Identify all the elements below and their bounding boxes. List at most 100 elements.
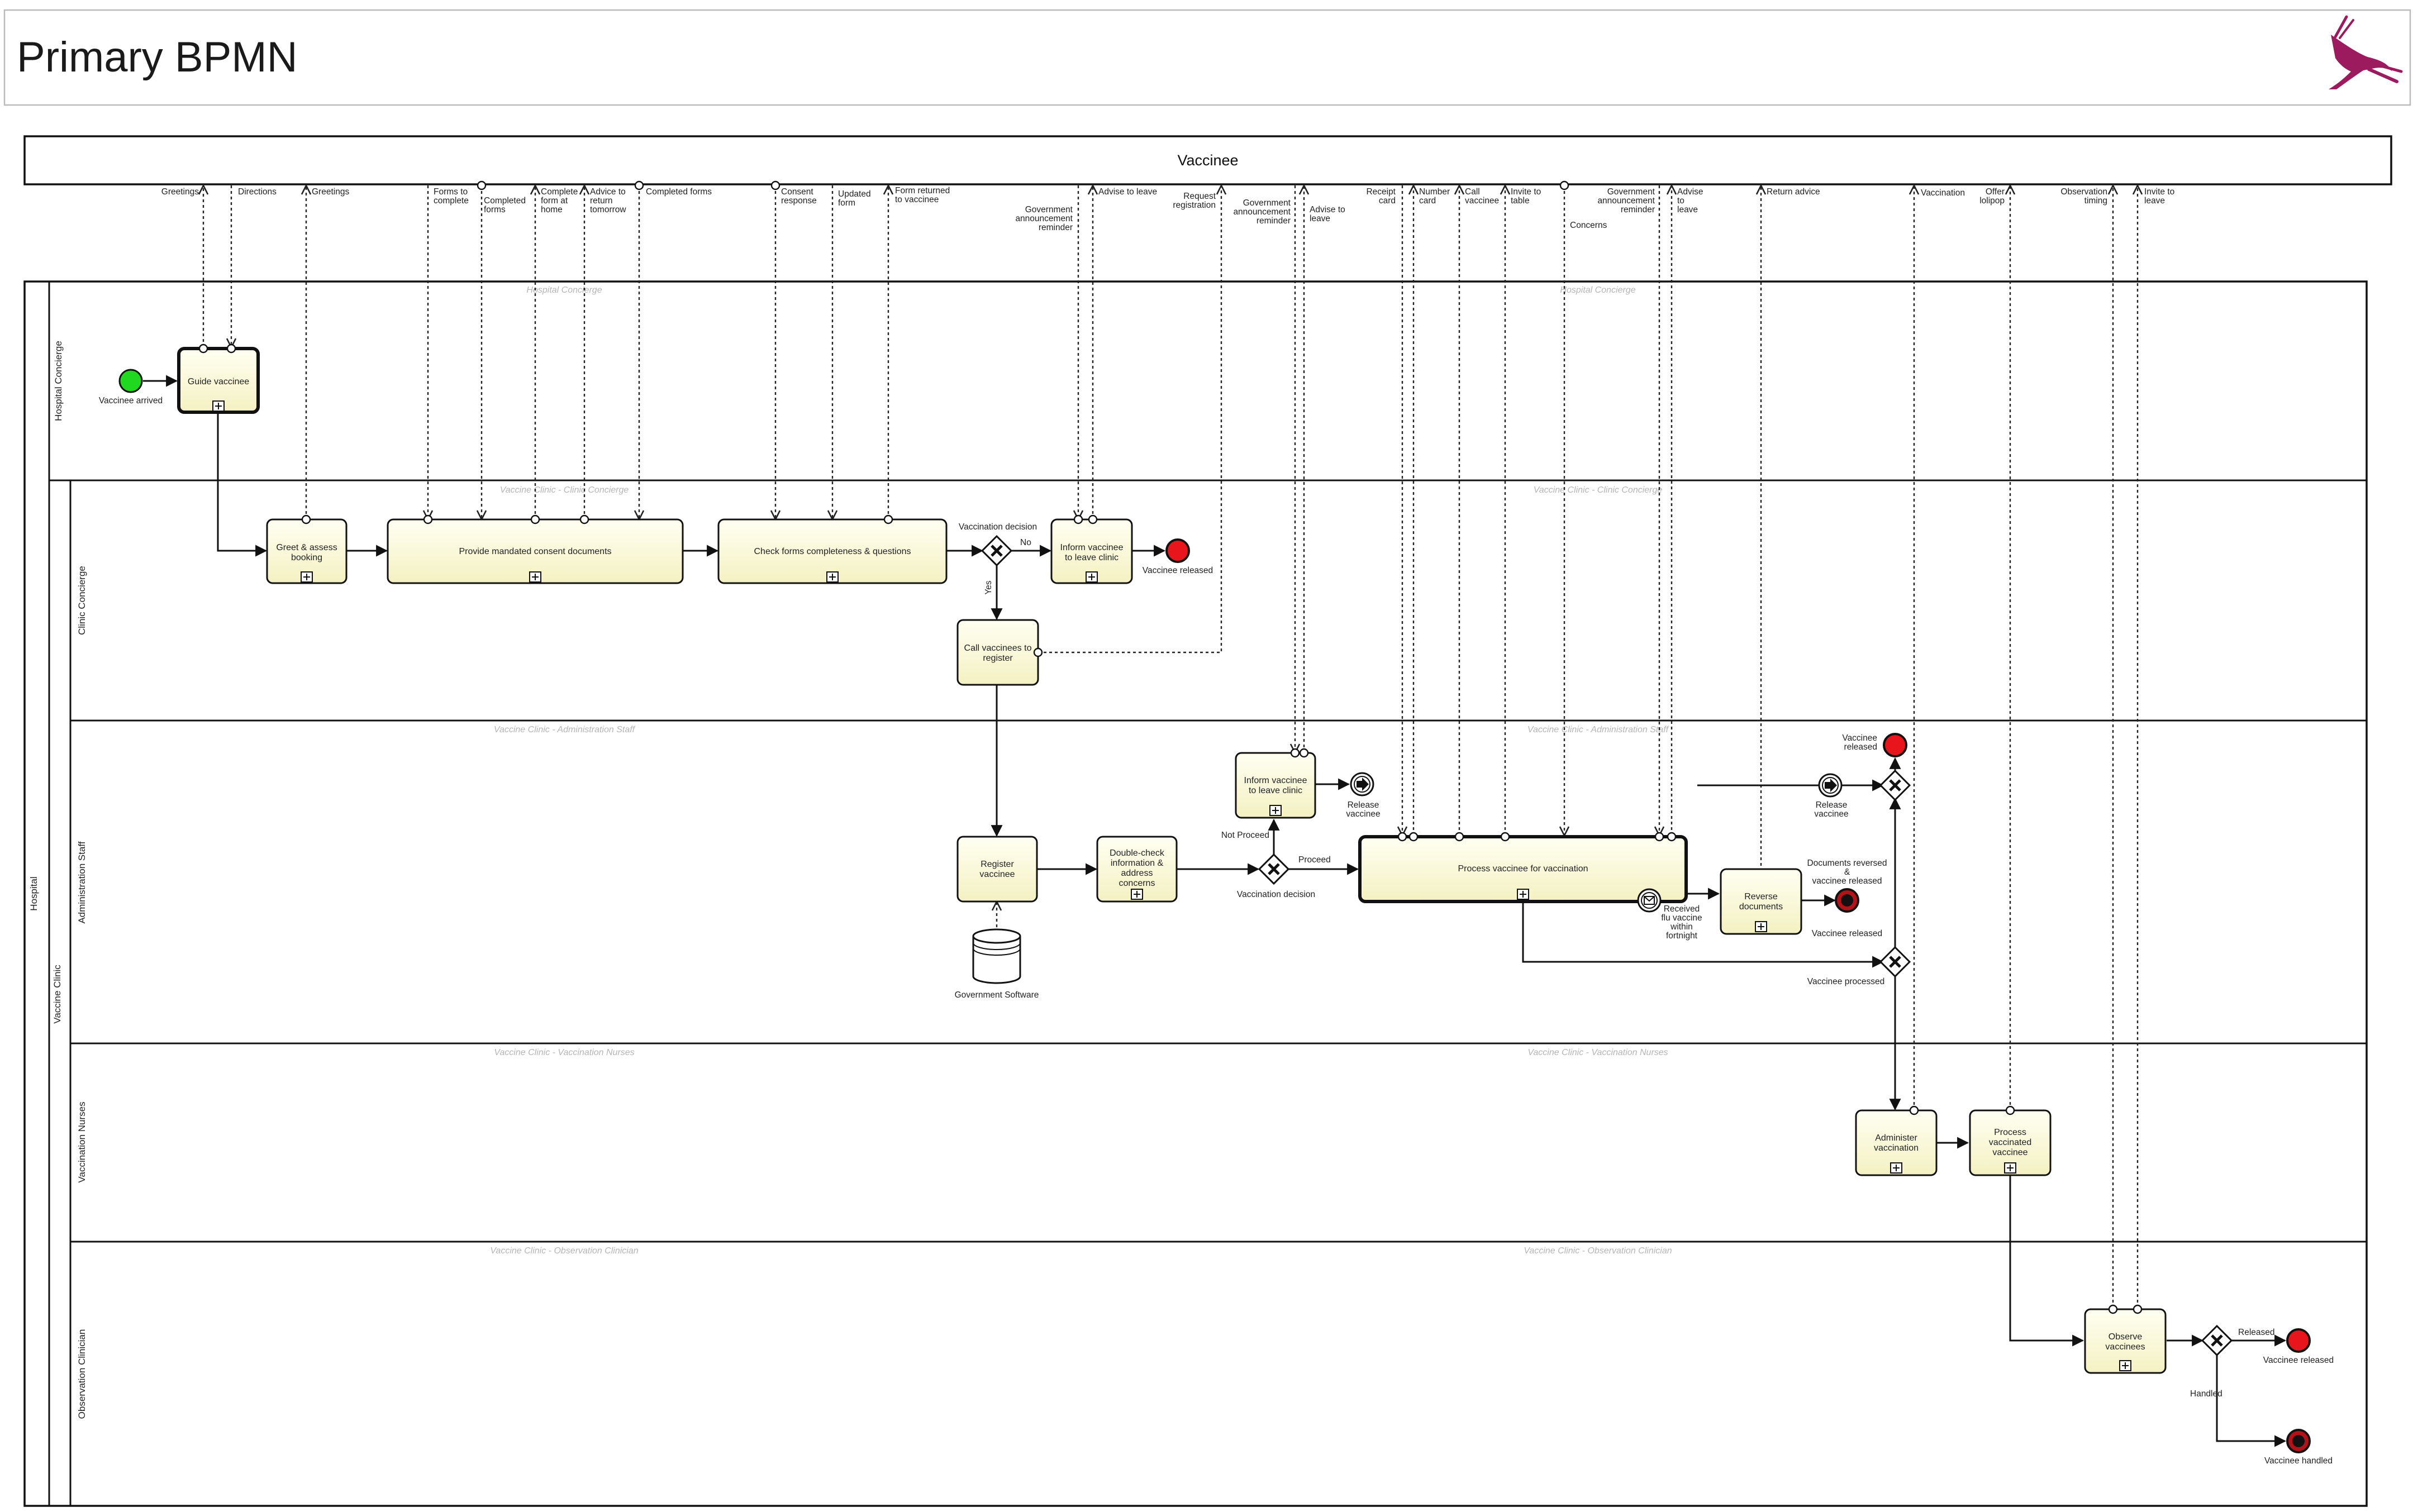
pool-vaccine-clinic-label: Vaccine Clinic <box>52 965 63 1024</box>
end-event-vaccinee-released-cc[interactable]: Vaccinee released <box>1143 538 1213 575</box>
lane-watermark: Vaccine Clinic - Administration Staff <box>1527 725 1669 734</box>
lane-watermark: Vaccine Clinic - Observation Clinician <box>1524 1246 1672 1256</box>
lane-clinic-concierge-label: Clinic Concierge <box>77 566 87 635</box>
task-check-forms[interactable]: Check forms completeness & questions <box>717 514 948 584</box>
subprocess-marker-icon <box>826 571 839 583</box>
lane-watermark: Hospital Concierge <box>1560 285 1635 295</box>
header-bar: Primary BPMN <box>3 9 2411 106</box>
lane-admin-staff-label: Administration Staff <box>77 841 87 923</box>
pool-vaccinee[interactable]: Vaccinee <box>23 135 2392 185</box>
flow-label: Yes <box>984 580 993 595</box>
flow-label: Not Proceed <box>1221 831 1269 840</box>
event-label: Vaccinee released <box>1812 929 1882 938</box>
exclusive-x-icon <box>2211 1334 2223 1347</box>
message-label: Directions <box>238 187 277 197</box>
signal-arrow-icon <box>1357 778 1369 791</box>
end-event-documents-reversed[interactable]: Documents reversed&vaccinee released Vac… <box>1807 858 1887 938</box>
gateway-label: Vaccination decision <box>959 522 1037 532</box>
gateway-release-merge[interactable] <box>1879 769 1911 802</box>
message-label: Concerns <box>1570 221 1607 230</box>
lane-hospital-concierge-label: Hospital Concierge <box>53 341 64 421</box>
flow-labels: No Yes Not Proceed Proceed Released Hand… <box>984 538 2275 1399</box>
signal-arrow-icon <box>1825 779 1837 792</box>
exclusive-x-icon <box>1889 956 1901 968</box>
subprocess-marker-icon <box>212 400 225 412</box>
event-label: Vaccinee released <box>1143 566 1213 575</box>
database-icon <box>972 928 1021 984</box>
message-label: Greetings <box>161 187 199 197</box>
subprocess-marker-icon <box>1086 571 1098 583</box>
gateway-label: Vaccinee processed <box>1807 977 1884 986</box>
gateway-observation-outcome[interactable] <box>2201 1324 2233 1357</box>
gateway-vaccinee-processed[interactable]: Vaccinee processed <box>1807 946 1911 986</box>
end-event-vaccinee-handled[interactable]: Vaccinee handled <box>2264 1429 2333 1466</box>
sequence-flow[interactable] <box>2216 1355 2287 1447</box>
sequence-flows <box>143 375 2287 1447</box>
task-label: Guide vaccinee <box>188 377 249 387</box>
sequence-flow[interactable] <box>2009 1175 2084 1347</box>
exclusive-x-icon <box>991 545 1003 557</box>
sequence-flow[interactable] <box>1522 900 1884 968</box>
lane-vaccination-nurses-label: Vaccination Nurses <box>77 1101 87 1182</box>
subprocess-marker-icon <box>2119 1360 2131 1371</box>
gateway-vaccination-decision-admin[interactable]: Vaccination decision <box>1237 853 1315 899</box>
end-event-vaccinee-released-obs[interactable]: Vaccinee released <box>2263 1328 2334 1365</box>
start-event-vaccinee-arrived[interactable]: Vaccinee arrived <box>99 369 163 406</box>
data-store-label: Government Software <box>955 990 1039 1000</box>
data-store-government-software[interactable]: Government Software <box>955 928 1039 1000</box>
message-label: Vaccination <box>1921 188 1965 198</box>
message-label: Greetings <box>312 187 349 197</box>
subprocess-marker-icon <box>1517 889 1529 900</box>
page-title: Primary BPMN <box>17 34 297 81</box>
task-process-vaccinee[interactable]: Process vaccinee for vaccination <box>1358 832 1688 903</box>
subprocess-marker-icon <box>1269 805 1282 816</box>
subprocess-marker-icon <box>1755 921 1767 932</box>
lane-watermark: Vaccine Clinic - Administration Staff <box>494 725 636 734</box>
sequence-flow[interactable] <box>217 413 268 557</box>
message-label: Advise to leave <box>1098 187 1157 197</box>
pool-hospital[interactable]: Hospital Vaccine Clinic Hospital Concier… <box>23 280 2368 1507</box>
event-label: Documents reversed&vaccinee released <box>1807 858 1887 886</box>
gateway-vaccination-decision-cc[interactable]: Vaccination decision <box>959 522 1037 567</box>
task-guide-vaccinee[interactable]: Guide vaccinee <box>177 344 260 414</box>
message-label: Completed forms <box>646 187 712 197</box>
subprocess-marker-icon <box>529 571 541 583</box>
lane-watermark: Hospital Concierge <box>526 285 602 295</box>
subprocess-marker-icon <box>1890 1162 1902 1174</box>
task-label: Provide mandated consent documents <box>459 547 611 556</box>
task-provide-consent-documents[interactable]: Provide mandated consent documents <box>387 514 684 584</box>
